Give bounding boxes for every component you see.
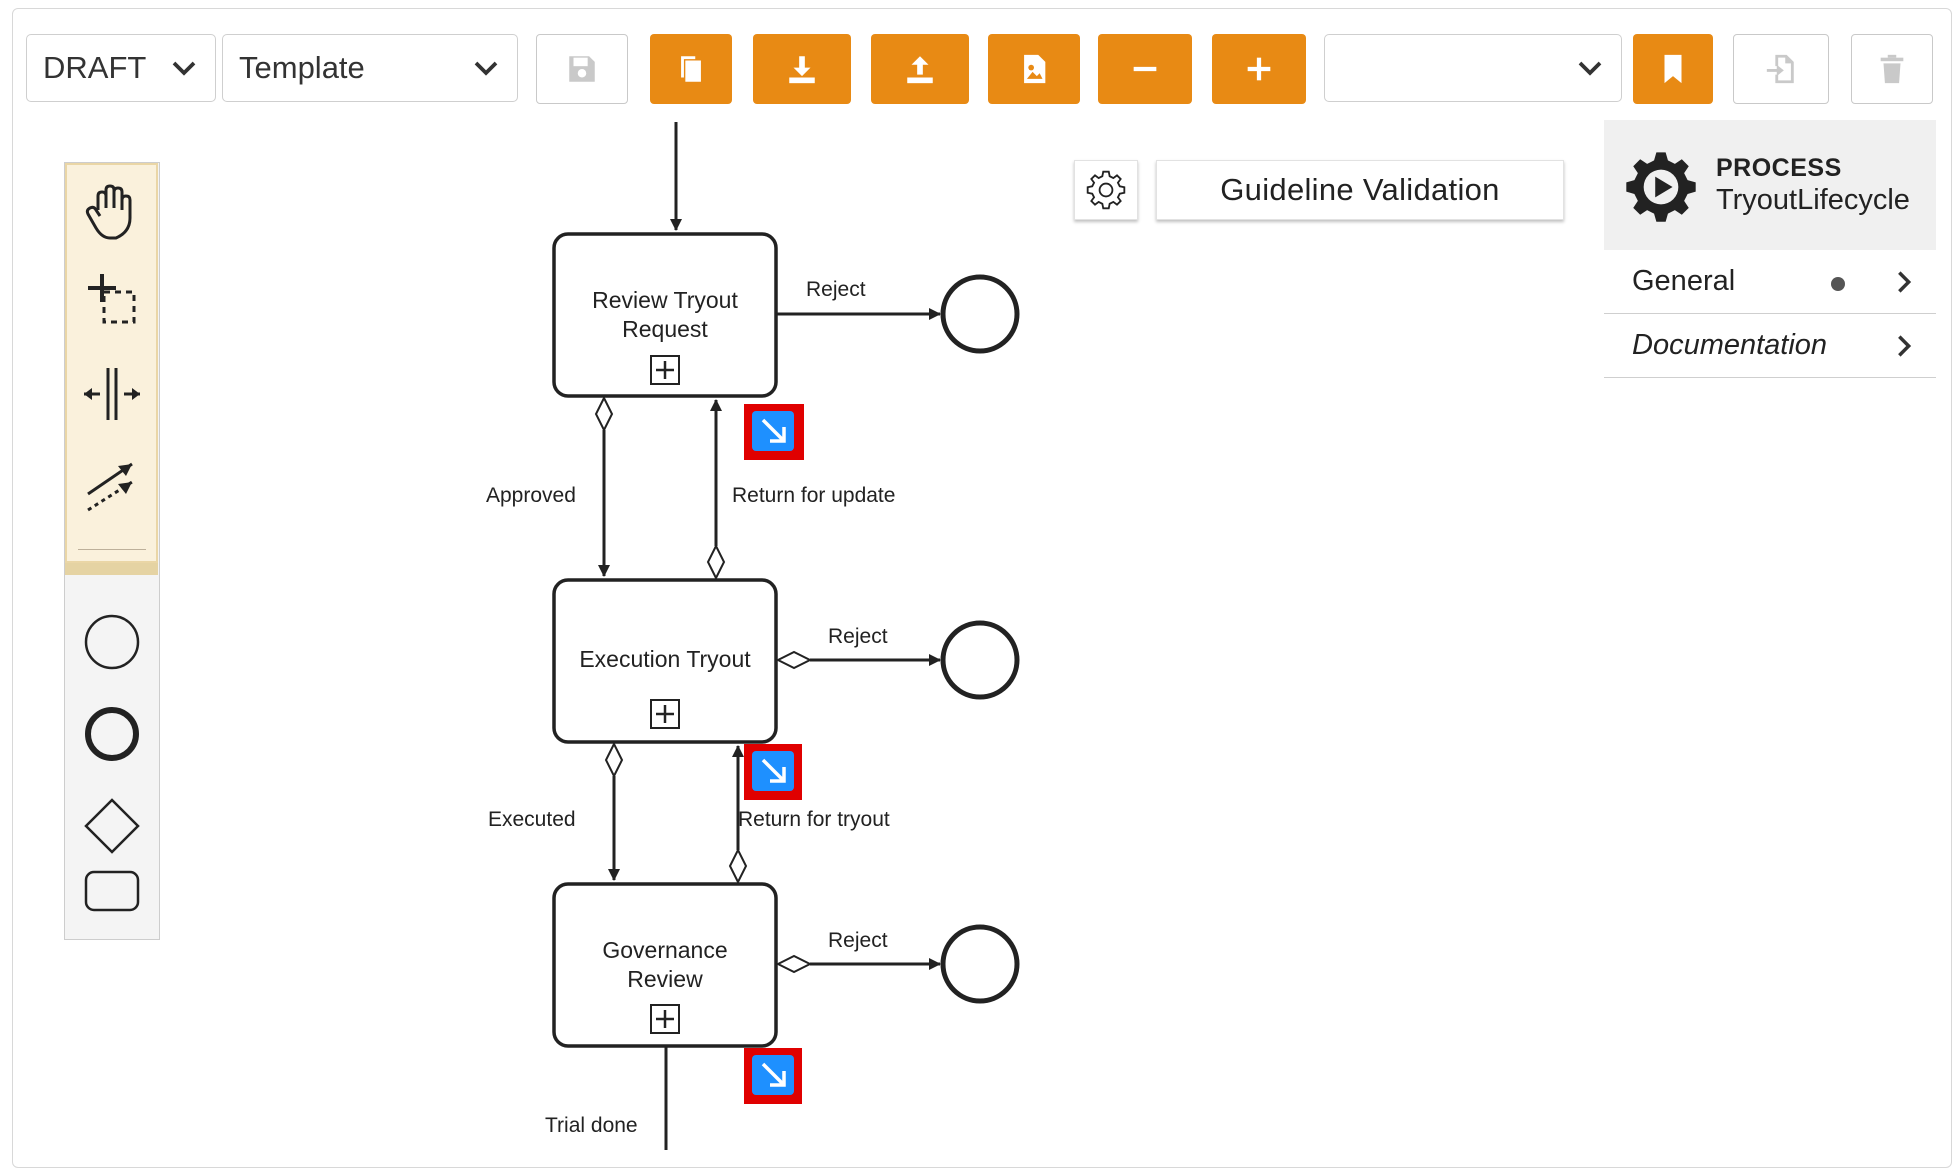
link-badge-3[interactable] [744,1048,802,1104]
palette-band [65,563,158,575]
conditional-marker [775,650,813,670]
start-event-tool[interactable] [73,603,151,681]
lasso-select-icon [88,274,136,324]
status-select[interactable]: DRAFT [26,34,216,102]
flow-label-return-for-update: Return for update [732,484,895,507]
bookmark-button[interactable] [1633,34,1713,104]
section-label: General [1632,265,1736,297]
image-file-icon [1024,54,1046,84]
copy-button[interactable] [650,34,732,104]
element-kind-label: PROCESS [1716,154,1842,182]
link-badge-2[interactable] [744,744,802,800]
guideline-validation-button[interactable]: Guideline Validation [1156,160,1564,220]
gateway-tool[interactable] [73,787,151,865]
task-governance-review[interactable]: Governance Review [552,882,778,1048]
end-event-3[interactable] [940,924,1020,1004]
subprocess-marker-icon [650,699,680,729]
properties-header: PROCESS TryoutLifecycle [1604,120,1936,250]
copy-icon [681,56,701,82]
section-label: Documentation [1632,329,1828,361]
chevron-down-icon [474,61,498,76]
save-icon [569,56,595,82]
bookmark-icon [1664,54,1682,84]
task-rectangle-icon [84,870,140,912]
space-tool-icon [84,368,140,420]
space-tool[interactable] [73,355,151,433]
link-badge-1[interactable] [744,404,804,460]
start-event-icon [84,614,140,670]
flow-label-executed: Executed [488,808,576,831]
export-image-button[interactable] [988,34,1080,104]
task-label: Execution Tryout [579,646,751,672]
task-label: Review [627,966,703,992]
palette-divider [78,549,146,550]
zoom-in-button[interactable] [1212,34,1306,104]
flow-label-approved: Approved [486,484,576,507]
connect-arrow-icon [87,462,133,512]
flow-label-reject: Reject [806,278,866,301]
status-select-value: DRAFT [43,50,147,85]
gear-icon [1086,170,1126,210]
arrow-down-right-icon [761,758,786,783]
gateway-diamond-icon [84,798,140,854]
flow-label-return-for-tryout: Return for tryout [738,808,890,831]
process-gear-play-icon [1626,152,1696,222]
conditional-marker [775,954,813,974]
chevron-right-icon [1898,271,1912,293]
subprocess-marker-icon [650,355,680,385]
conditional-marker [706,543,726,581]
file-import-icon [1766,54,1794,84]
changed-indicator-dot [1831,277,1845,291]
connect-tool[interactable] [73,447,151,525]
flow-label-reject: Reject [828,625,888,648]
element-name-label: TryoutLifecycle [1716,184,1910,216]
download-button[interactable] [753,34,851,104]
task-execution-tryout[interactable]: Execution Tryout [552,578,778,744]
end-event-1[interactable] [940,274,1020,354]
task-review-tryout-request[interactable]: Review Tryout Request [552,232,778,398]
hand-tool[interactable] [73,173,151,251]
end-event-tool[interactable] [73,695,151,773]
conditional-marker [728,847,748,885]
import-button[interactable] [1733,34,1829,104]
version-select[interactable] [1324,34,1622,102]
download-icon [789,56,815,84]
arrow-down-right-icon [761,418,786,443]
minus-icon [1133,66,1157,72]
task-tool[interactable] [73,851,151,929]
upload-button[interactable] [871,34,969,104]
plus-icon [1247,57,1271,81]
arrow-down-right-icon [761,1062,786,1087]
subprocess-marker-icon [650,1004,680,1034]
trash-icon [1880,54,1904,84]
conditional-marker [604,741,624,779]
task-label: Request [622,316,708,342]
save-button[interactable] [536,34,628,104]
chevron-down-icon [1578,61,1602,76]
tool-palette [64,162,160,940]
template-select-value: Template [239,50,365,85]
delete-button[interactable] [1851,34,1933,104]
chevron-right-icon [1898,335,1912,357]
task-label: Governance [602,937,727,963]
upload-icon [907,56,933,84]
properties-section-general[interactable]: General [1604,250,1936,314]
template-select[interactable]: Template [222,34,518,102]
settings-button[interactable] [1074,160,1138,220]
flow-label-reject: Reject [828,929,888,952]
task-label: Review Tryout [592,287,738,313]
conditional-marker [594,395,614,433]
properties-section-documentation[interactable]: Documentation [1604,314,1936,378]
hand-icon [85,184,132,240]
end-event-2[interactable] [940,620,1020,700]
end-event-icon [85,707,139,761]
guideline-validation-label: Guideline Validation [1220,172,1500,207]
lasso-tool[interactable] [73,263,151,341]
flow-label-trial-done: Trial done [545,1114,638,1137]
chevron-down-icon [172,61,196,76]
zoom-out-button[interactable] [1098,34,1192,104]
